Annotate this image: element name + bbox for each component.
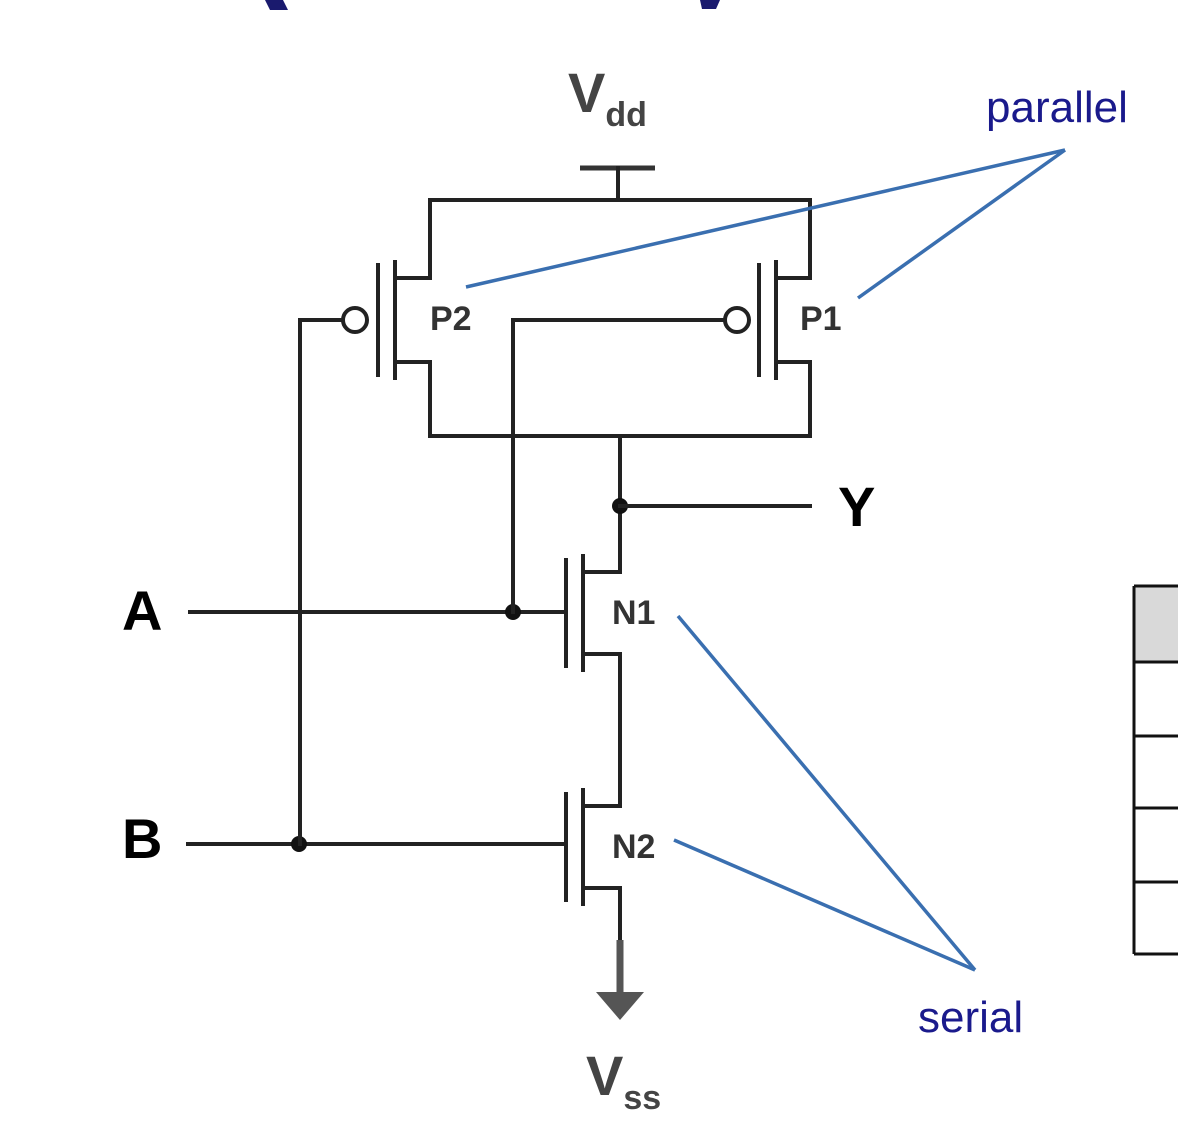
n2-transistor [564,788,622,947]
truth-table-fragment [1132,584,1178,956]
n2-label: N2 [612,828,655,866]
p2-transistor [298,198,432,438]
vdd-terminal [580,165,655,202]
title-fragment-left [265,0,288,10]
serial-label: serial [918,993,1023,1042]
vdd-label: Vdd [568,61,647,134]
parallel-annotation-lines [465,148,1067,300]
p1-transistor [511,198,812,438]
input-a-label: A [122,579,162,642]
n1-label: N1 [612,594,655,632]
serial-annotation-lines [673,614,977,972]
output-y-label: Y [838,475,875,538]
title-fragment-right [700,0,720,9]
truth-table-header-cell [1134,586,1178,662]
parallel-label: parallel [986,83,1128,132]
p2-label: P2 [430,300,472,338]
vss-label: Vss [586,1044,661,1117]
vss-ground-arrow [596,940,644,1020]
p1-label: P1 [800,300,842,338]
input-b-label: B [122,807,162,870]
